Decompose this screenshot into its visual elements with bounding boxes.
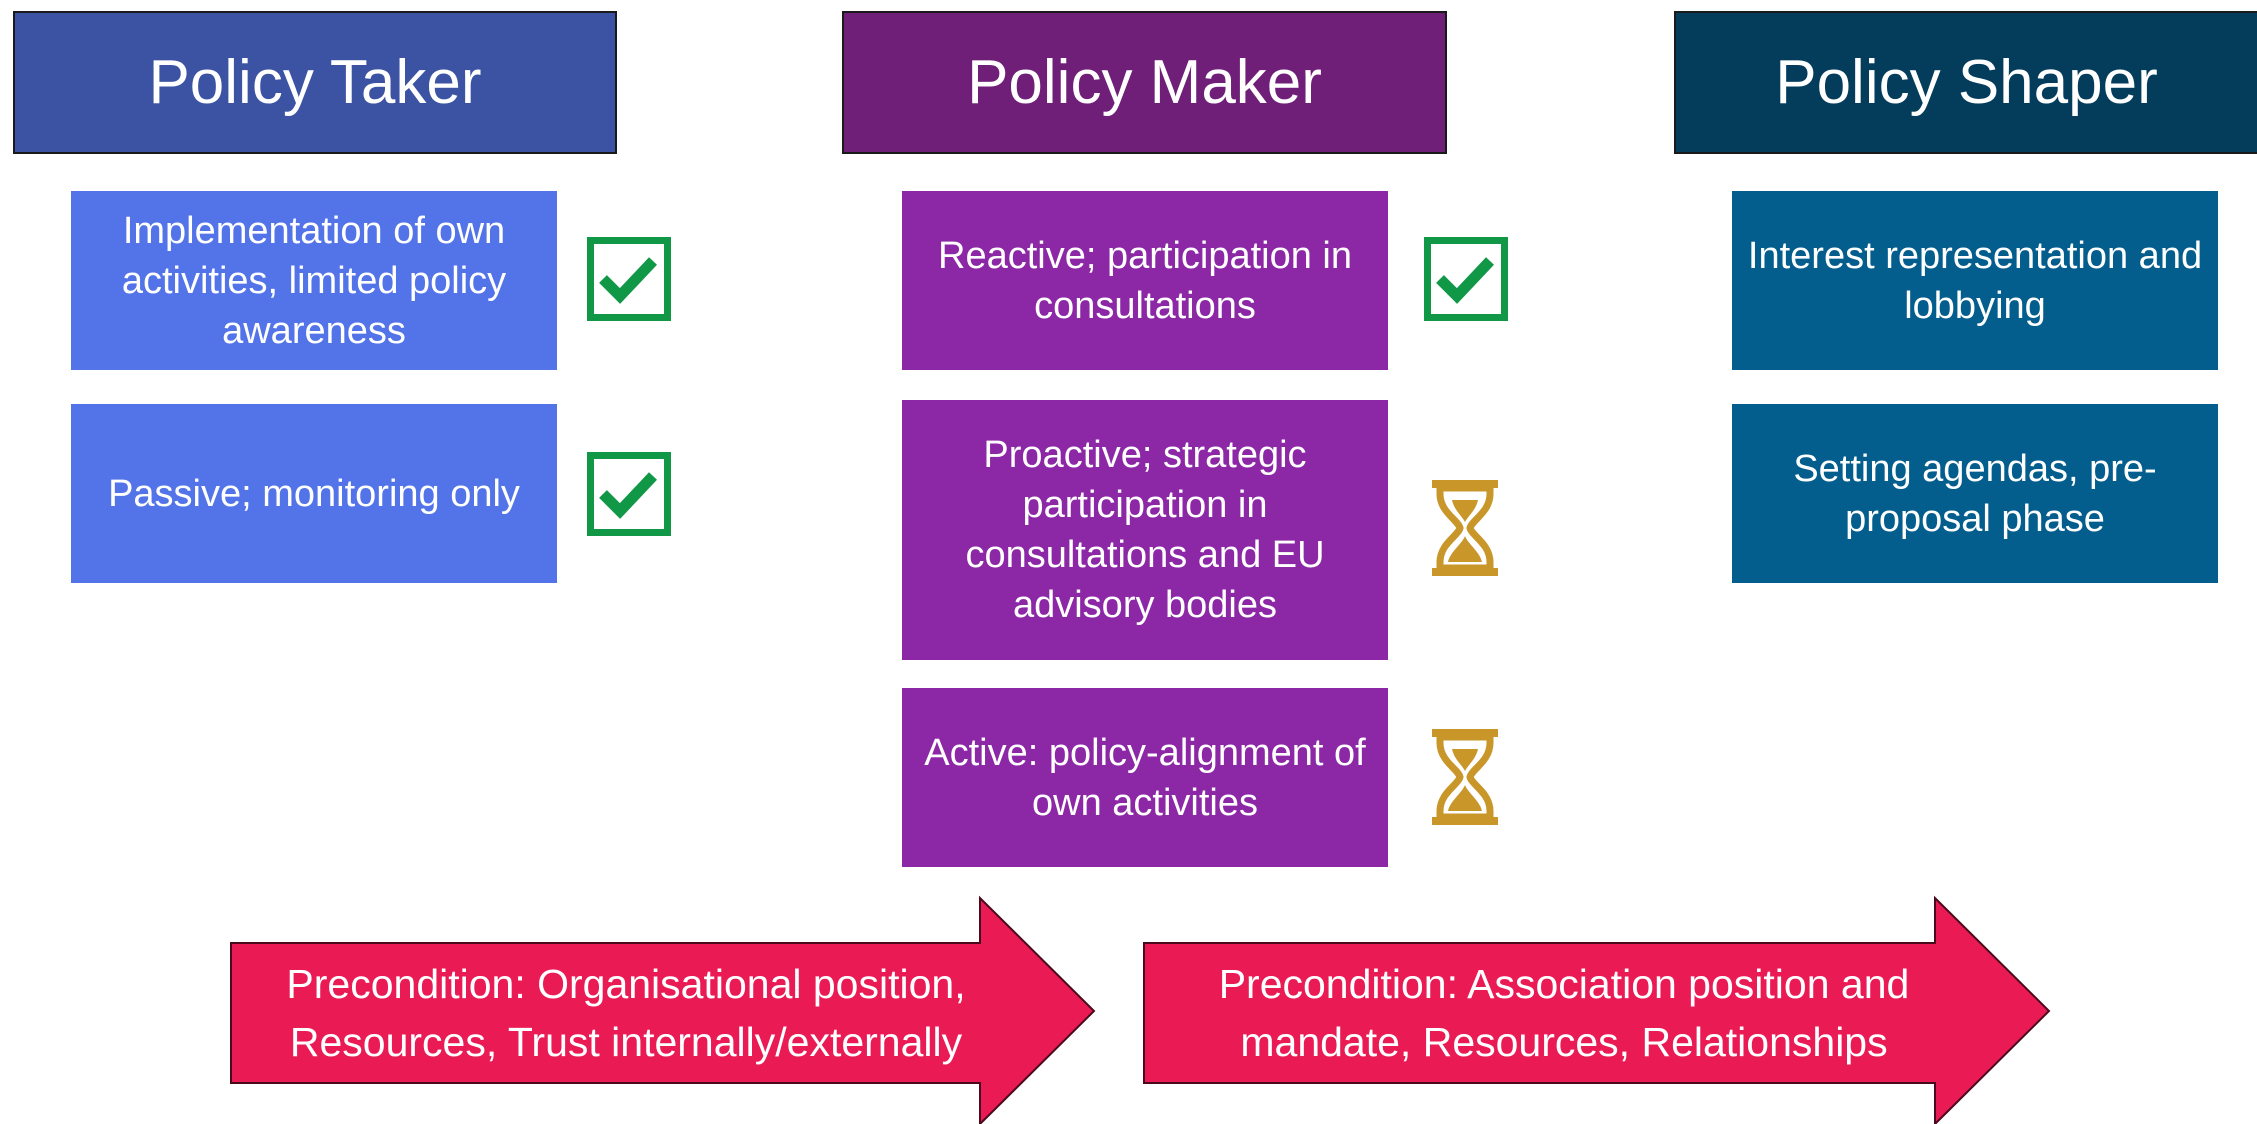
precondition-text-1: Precondition: Organisational position, R… bbox=[231, 955, 1021, 1071]
header-policy-taker: Policy Taker bbox=[13, 11, 617, 154]
shaper-item-setting-agendas: Setting agendas, pre-proposal phase bbox=[1732, 404, 2218, 583]
header-policy-maker: Policy Maker bbox=[842, 11, 1447, 154]
checkbox-checked-icon bbox=[1424, 237, 1508, 321]
precondition-text-2: Precondition: Association position and m… bbox=[1144, 955, 1984, 1071]
maker-item-proactive: Proactive; strategic participation in co… bbox=[902, 400, 1388, 660]
hourglass-icon bbox=[1432, 480, 1498, 576]
checkbox-checked-icon bbox=[587, 452, 671, 536]
maker-item-reactive: Reactive; participation in consultations bbox=[902, 191, 1388, 370]
precondition-text-2-line1: Precondition: Association position and bbox=[1218, 961, 1910, 1007]
precondition-text-1-line2: Resources, Trust internally/externally bbox=[289, 1019, 963, 1065]
taker-item-passive: Passive; monitoring only bbox=[71, 404, 557, 583]
maker-item-active: Active: policy-alignment of own activiti… bbox=[902, 688, 1388, 867]
checkbox-checked-icon bbox=[587, 237, 671, 321]
precondition-text-2-line2: mandate, Resources, Relationships bbox=[1240, 1019, 1888, 1065]
taker-item-implementation: Implementation of own activities, limite… bbox=[71, 191, 557, 370]
precondition-text-1-line1: Precondition: Organisational position, bbox=[286, 961, 966, 1007]
shaper-item-interest-representation: Interest representation and lobbying bbox=[1732, 191, 2218, 370]
header-policy-shaper: Policy Shaper bbox=[1674, 11, 2257, 154]
hourglass-icon bbox=[1432, 729, 1498, 825]
